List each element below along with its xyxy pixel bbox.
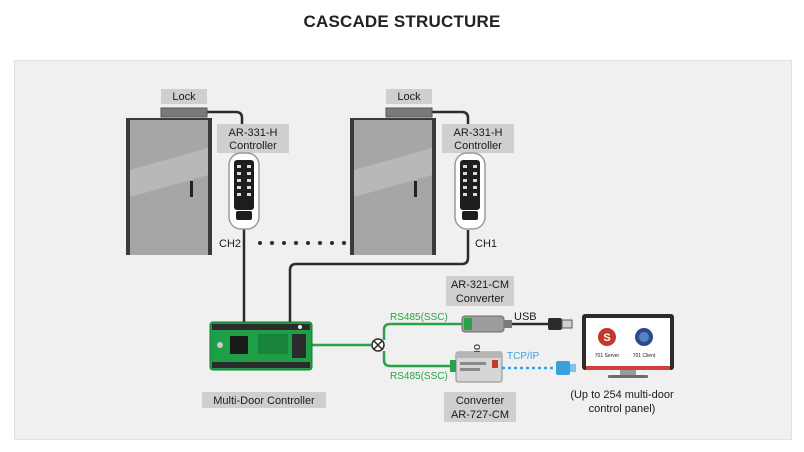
junction-symbol [371,338,385,352]
or-label: or [471,344,483,354]
lock-left [160,107,208,118]
keypad-controller-left [228,152,260,230]
converter-bottom-name: Converter [456,395,505,407]
controller-label-left-name: Controller [229,140,277,152]
client-app-label: 701 Client [633,353,656,359]
usb-plug [548,318,573,330]
rs485-cables [312,322,462,368]
tcpip-converter-box [450,351,503,383]
tcpip-label: TCP/IP [507,351,540,362]
rs485-label-top: RS485(SSC) [390,312,448,323]
converter-bottom-model: AR-727-CM [451,409,509,421]
panel-note-line1: (Up to 254 multi-door [570,389,674,401]
multi-door-controller-board [209,321,313,371]
door-left [126,118,212,255]
svg-text:S: S [603,332,610,344]
lock-label-left: Lock [172,91,196,103]
door-right [350,118,436,255]
channel-label-ch1: CH1 [475,238,497,250]
client-app-icon [635,328,653,346]
converter-top-model: AR-321-CM [451,279,509,291]
black-cables [205,110,470,322]
channel-label-ch2: CH2 [219,238,241,250]
server-app-icon: S [598,328,616,346]
cascade-dots [258,241,346,245]
panel-note-line2: control panel) [589,403,656,415]
keypad-controller-right [454,152,486,230]
server-app-label: 701 Server [595,353,620,359]
multi-door-controller-label: Multi-Door Controller [213,395,315,407]
rs485-label-bottom: RS485(SSC) [390,371,448,382]
lock-right [385,107,433,118]
usb-label: USB [514,311,537,323]
controller-label-right-model: AR-331-H [454,127,503,139]
usb-converter-dongle [461,315,512,333]
controller-label-left-model: AR-331-H [229,127,278,139]
controller-label-right-name: Controller [454,140,502,152]
lock-label-right: Lock [397,91,421,103]
ethernet-plug [556,361,576,375]
converter-top-name: Converter [456,293,505,305]
page-title: CASCADE STRUCTURE [303,12,501,31]
monitor-pc [582,314,674,378]
